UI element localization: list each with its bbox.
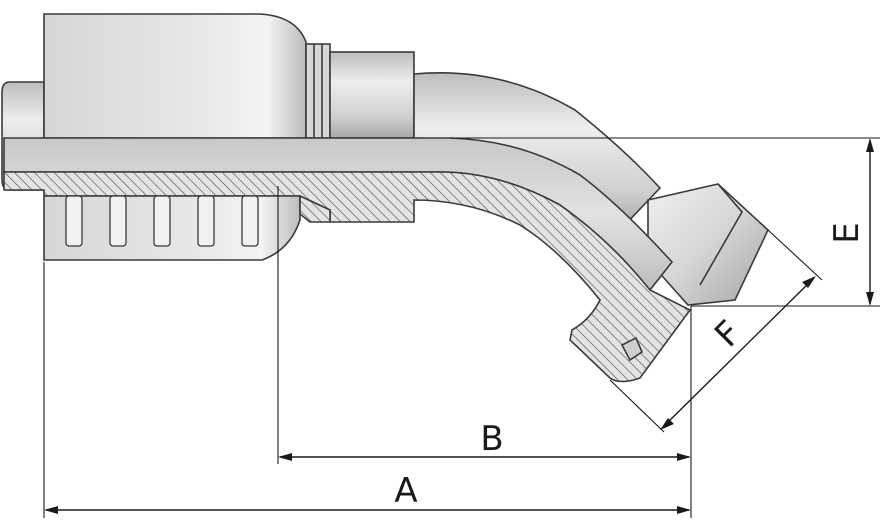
socket-section: [43, 195, 301, 261]
arrow-f-top: [802, 276, 816, 288]
arrow-f-bottom: [660, 418, 674, 430]
flange-head: [647, 183, 769, 306]
arrow-e-bottom: [866, 292, 874, 306]
socket-teeth: [65, 195, 259, 247]
arrow-a-right: [677, 506, 691, 514]
dim-label-e: E: [827, 222, 867, 243]
nut-section: [329, 51, 415, 139]
dim-line-f: [661, 277, 815, 429]
arrow-a-left: [44, 506, 58, 514]
ext-line-f-a: [767, 229, 823, 281]
section-view: [3, 171, 692, 383]
fitting-body: [1, 13, 769, 306]
arrow-b-left: [278, 453, 292, 461]
ferrule-shell: [43, 13, 307, 139]
nipple-wall-section: [3, 171, 692, 383]
dim-label-a: A: [394, 471, 417, 511]
collar-ring: [305, 43, 331, 139]
arrow-b-right: [677, 453, 691, 461]
dim-label-b: B: [480, 419, 503, 459]
arrow-e-top: [866, 138, 874, 152]
ext-line-f-b: [609, 379, 665, 433]
